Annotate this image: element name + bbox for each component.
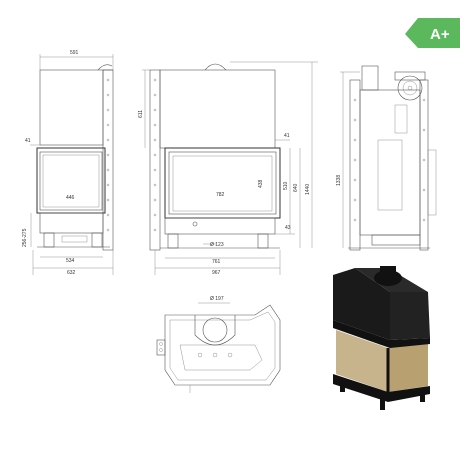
dim-top-width: 591 <box>70 50 79 56</box>
dim-side-offset: 41 <box>25 138 31 144</box>
energy-class-label: A+ <box>430 26 450 43</box>
dim-front-offset: 41 <box>284 133 290 139</box>
front-view: 611 41 782 438 510 640 1440 43 Ø 123 761 <box>138 61 318 276</box>
dim-top-flue-diameter: Ø 197 <box>210 296 224 302</box>
dim-front-leg-height: 43 <box>285 225 291 231</box>
dim-front-total-height: 1440 <box>305 184 311 195</box>
energy-class-badge: A+ <box>405 18 460 48</box>
dim-side-base-width: 534 <box>66 258 75 264</box>
dim-front-base-width: 761 <box>212 259 221 265</box>
stove-glass-front <box>336 330 388 392</box>
dim-front-h640: 640 <box>293 183 299 192</box>
dim-front-h510: 510 <box>283 181 289 190</box>
dim-side-total-width: 632 <box>67 270 76 276</box>
stove-glass-side <box>388 340 428 392</box>
side-view: 591 41 446 256-275 534 <box>22 50 114 276</box>
dim-side-glass-width: 446 <box>66 195 75 201</box>
dim-profile-total-height: 1338 <box>336 175 342 186</box>
dim-front-total-width: 967 <box>212 270 221 276</box>
top-view: Ø 197 <box>156 296 281 393</box>
dim-front-flue-diameter: Ø 123 <box>210 242 224 248</box>
badge-shape <box>405 18 460 48</box>
profile-view: 1338 <box>336 65 437 251</box>
stove-illustration <box>333 266 430 410</box>
dim-front-upper-height: 611 <box>138 110 144 118</box>
dim-side-base-heights: 256-275 <box>22 228 28 247</box>
dim-front-glass-width: 782 <box>216 192 225 198</box>
dim-front-glass-height: 438 <box>258 179 264 188</box>
